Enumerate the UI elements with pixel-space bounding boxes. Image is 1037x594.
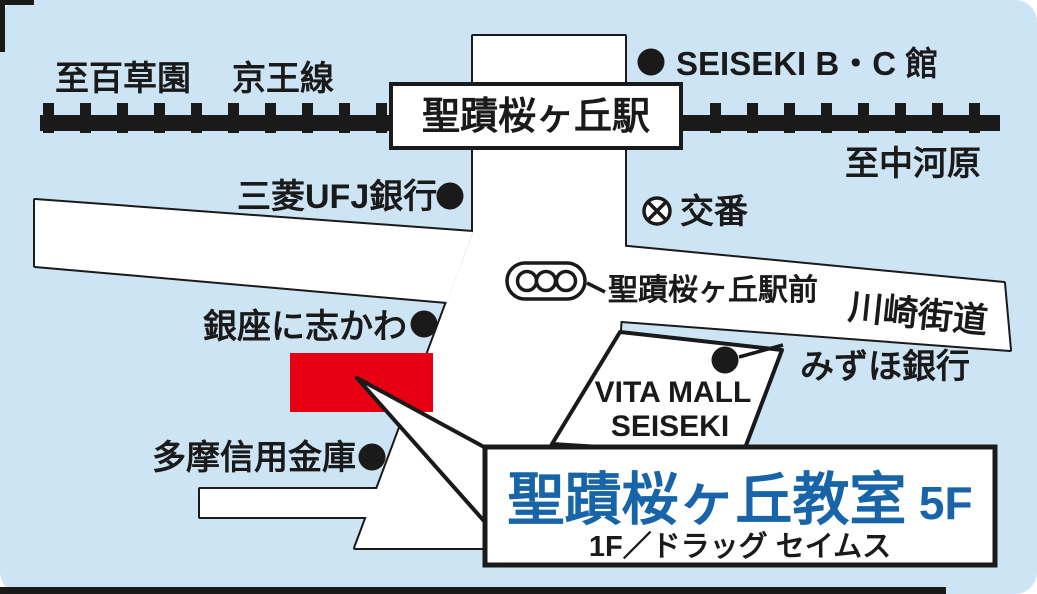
destination-note: 1F／ドラッグ セイムス <box>589 530 891 563</box>
destination-title: 聖蹟桜ヶ丘教室 <box>507 468 906 532</box>
railway-line-name: 京王線 <box>232 60 334 98</box>
destination-box: 聖蹟桜ヶ丘教室 5F 1F／ドラッグ セイムス <box>482 444 998 568</box>
seiseki-bc-dot <box>637 48 665 76</box>
station-name: 聖蹟桜ヶ丘駅 <box>422 96 650 138</box>
destination-floor: 5F <box>919 477 973 529</box>
ginza-nishikawa-label: 銀座に志かわ <box>203 308 407 346</box>
frame-bottom-bar <box>0 587 946 594</box>
koban-label: 交番 <box>680 192 749 231</box>
mizuho-dot <box>711 346 739 374</box>
mitsubishi-ufj-dot <box>436 182 464 210</box>
station-box: 聖蹟桜ヶ丘駅 <box>389 82 683 150</box>
mizuho-label: みずほ銀行 <box>800 348 970 386</box>
traffic-signal-icon <box>505 261 606 301</box>
seiseki-bc-label: SEISEKI B・C 館 <box>676 45 938 82</box>
frame-corner-mark <box>0 0 34 52</box>
railway-right-destination: 至中河原 <box>845 145 981 183</box>
mizuho-connector <box>738 343 784 359</box>
svg-text:聖蹟桜ヶ丘教室 5F: 聖蹟桜ヶ丘教室 5F <box>507 468 972 532</box>
ginza-nishikawa-dot <box>410 310 438 338</box>
vita-mall-label-line1: VITA MALL <box>595 376 752 409</box>
railway-left-destination: 至百草園 <box>55 60 191 98</box>
ekimae-signal-label: 聖蹟桜ヶ丘駅前 <box>608 274 818 307</box>
tama-shinkin-dot <box>358 443 386 471</box>
koban-icon <box>642 196 672 226</box>
vita-mall-label-line2: SEISEKI <box>611 410 729 443</box>
tama-shinkin-label: 多摩信用金庫 <box>152 438 356 477</box>
mitsubishi-ufj-label: 三菱UFJ銀行 <box>237 178 437 216</box>
